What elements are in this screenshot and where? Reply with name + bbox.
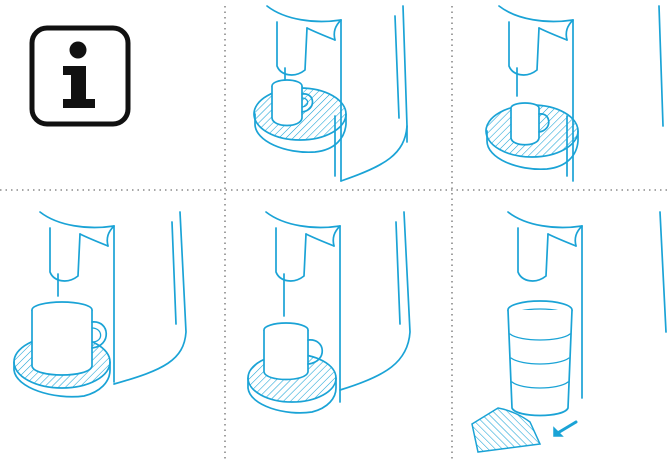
tall-cup (508, 301, 572, 416)
panel-tall-cup (472, 212, 666, 452)
panel-cup-on-tray (254, 6, 407, 181)
panel-medium-cup (14, 212, 186, 397)
panel-small-cup (486, 6, 663, 181)
arrow-icon (554, 422, 576, 436)
info-icon (32, 28, 128, 124)
panel-large-cup (248, 212, 410, 413)
